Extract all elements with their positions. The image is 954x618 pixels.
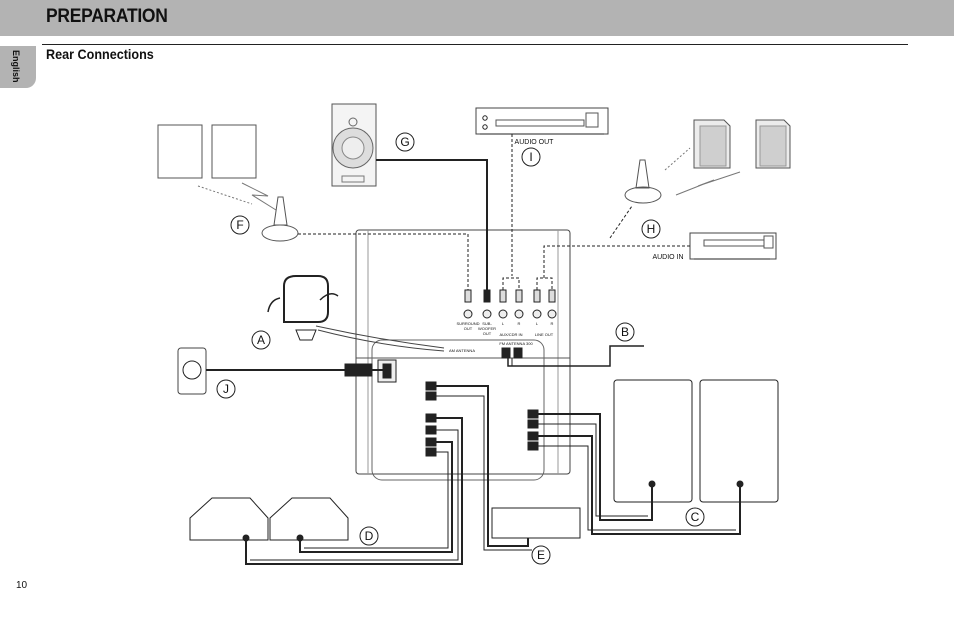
callout-b-label: B (621, 325, 629, 339)
subwoofer (331, 103, 377, 187)
section-title: Rear Connections (46, 46, 154, 62)
callout-d-label: D (365, 529, 374, 543)
cd-recorder-unit (475, 107, 609, 135)
rca-sockets (463, 289, 557, 319)
audio-out-label: AUDIO OUT (515, 139, 555, 146)
callout-j (216, 379, 236, 399)
subwoofer-cable (376, 159, 488, 290)
callout-f (230, 215, 250, 235)
language-tab (0, 46, 36, 88)
wireless-transmitter-left (261, 196, 299, 242)
callout-f-label: F (236, 218, 243, 232)
audio-in-device (689, 232, 777, 260)
line-out-l-label: L (536, 321, 539, 326)
speaker-terminals (425, 347, 539, 457)
aux-cdr-in-label: AUX/CDR IN (499, 332, 522, 337)
line-out-r-label: R (551, 321, 554, 326)
wall-power-outlet (177, 347, 386, 395)
aux-r-label: R (518, 321, 521, 326)
center-speaker (436, 385, 581, 551)
callout-c-label: C (691, 510, 700, 524)
line-out-label: LINE OUT (535, 332, 554, 337)
page-number: 10 (16, 580, 28, 591)
subwoofer-out-label-2: WOOFER (478, 326, 496, 331)
page-title: PREPARATION (46, 6, 168, 27)
aux-l-label: L (502, 321, 505, 326)
callouts (216, 132, 705, 565)
language-tab-label: English (11, 50, 21, 83)
wireless-transmitter-right (624, 159, 662, 204)
callout-b (615, 322, 635, 342)
surround-speakers (189, 417, 463, 565)
callout-i-label: I (529, 150, 532, 164)
callout-c (685, 507, 705, 527)
callout-j-label: J (223, 382, 229, 396)
section-divider (42, 44, 908, 45)
subwoofer-out-label-3: OUT (483, 331, 492, 336)
callout-h (641, 219, 661, 239)
am-antenna-label: AM ANTENNA (449, 348, 475, 353)
callout-a (251, 330, 271, 350)
callout-g (395, 132, 415, 152)
callout-a-label: A (257, 333, 265, 347)
callout-i (521, 147, 541, 167)
am-loop-antenna (267, 275, 445, 352)
header-bar (0, 0, 954, 36)
fm-antenna-wire (507, 345, 644, 367)
rear-left-speakers (157, 124, 277, 211)
callout-e (531, 545, 551, 565)
aux-cdr-cables (502, 134, 520, 290)
front-speakers (538, 379, 779, 535)
callout-h-label: H (647, 222, 656, 236)
surround-out-cable (298, 233, 469, 290)
subwoofer-out-label: SUB- (482, 321, 492, 326)
line-out-cables (536, 205, 690, 290)
audio-in-label: AUDIO IN (652, 254, 683, 261)
surround-out-label-2: OUT (464, 326, 473, 331)
rear-right-speakers (664, 119, 791, 196)
callout-e-label: E (537, 548, 545, 562)
callout-g-label: G (400, 135, 409, 149)
callout-d (359, 526, 379, 546)
surround-out-label: SURROUND (456, 321, 479, 326)
fm-antenna-label: FM ANTENNA 300 (499, 341, 533, 346)
